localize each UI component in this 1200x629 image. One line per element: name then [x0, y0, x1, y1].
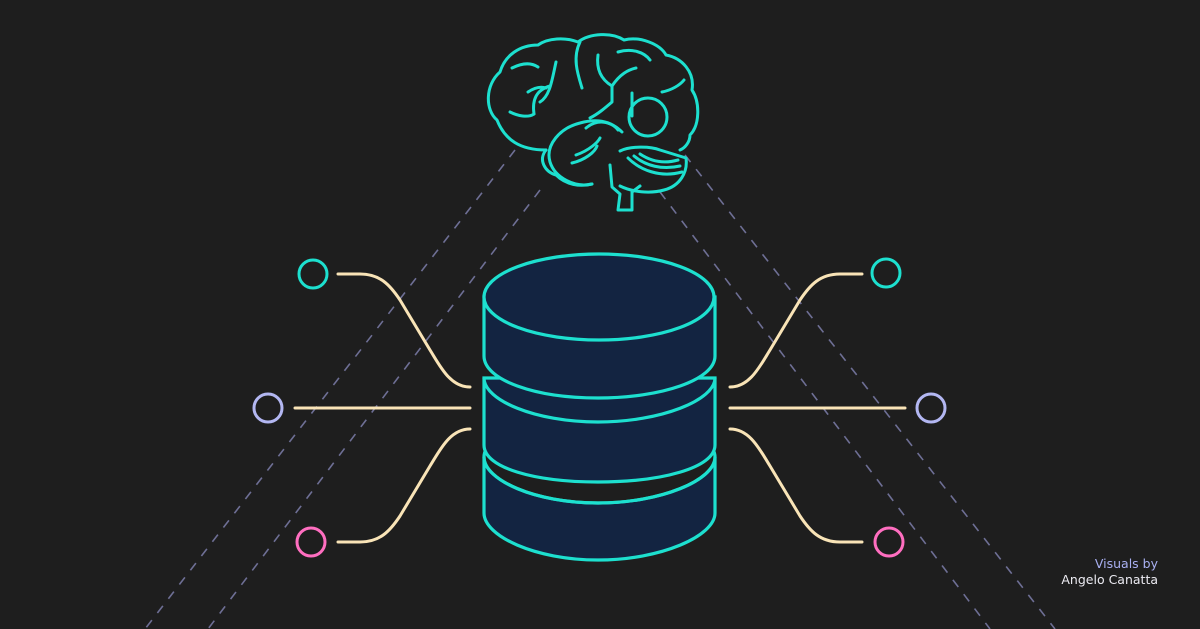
left-connectors: [293, 272, 472, 544]
database-icon: [482, 252, 717, 562]
credit-block: Visuals by Angelo Canatta: [1061, 556, 1158, 588]
credit-label: Visuals by: [1094, 556, 1158, 571]
node-teal-right: [870, 257, 902, 289]
right-connectors: [728, 272, 907, 544]
node-lavender-left: [252, 392, 284, 424]
node-lavender-right: [915, 392, 947, 424]
brain-icon: [486, 33, 700, 212]
node-pink-right: [873, 526, 905, 558]
credit-author: Angelo Canatta: [1061, 572, 1158, 587]
node-teal-left: [297, 258, 329, 290]
node-pink-left: [295, 526, 327, 558]
right-nodes: [870, 257, 947, 558]
left-nodes: [252, 258, 329, 558]
